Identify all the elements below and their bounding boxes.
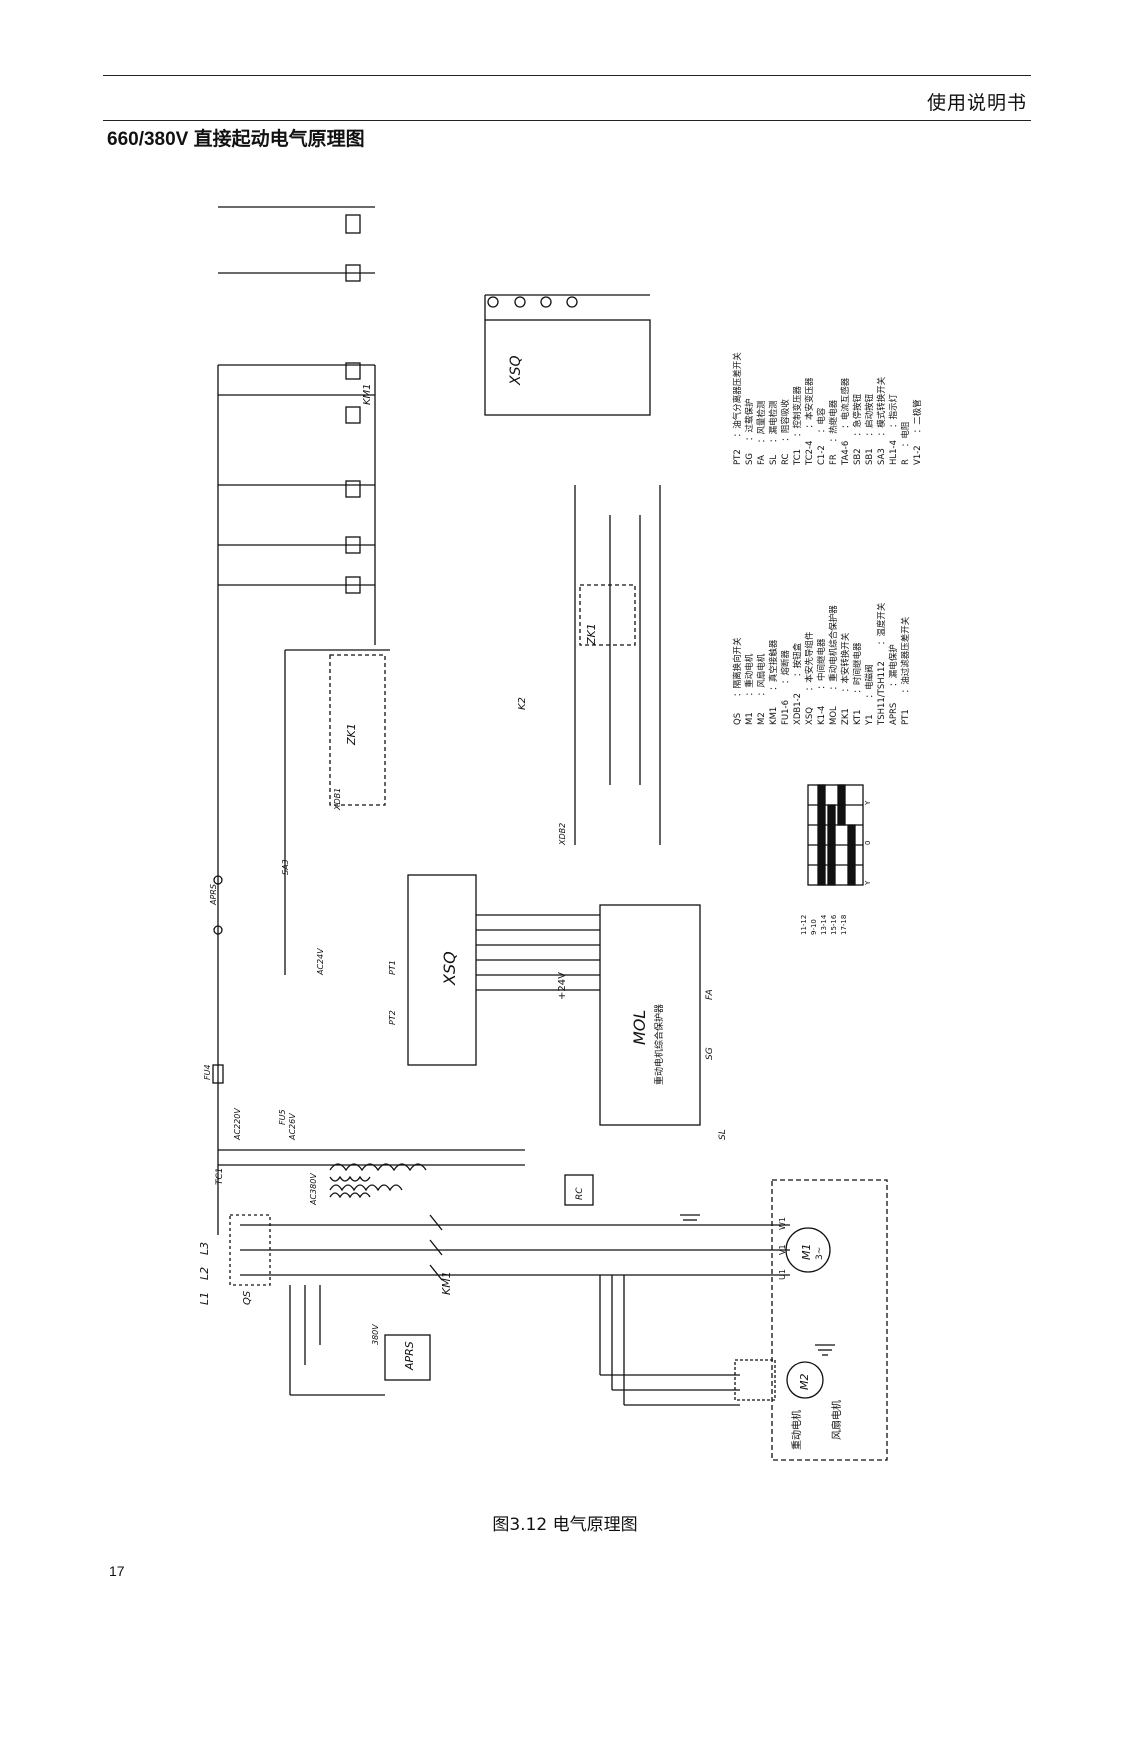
legend-row: Y1：电磁阀 — [864, 664, 875, 726]
legend-row: SB1：启动按钮 — [864, 393, 875, 465]
voltage-ac220v-label: AC220V — [233, 1108, 242, 1141]
aprs-left-label: APRS — [209, 884, 218, 906]
legend-row: TSH11/TSH112：温度开关 — [876, 602, 887, 726]
legend-row: PT1：油过滤器压差开关 — [900, 616, 911, 725]
legend-row: PT2：油气分离器压差开关 — [732, 352, 743, 465]
legend-row: KM1：真空接触器 — [768, 639, 779, 725]
mol-label: MOL — [630, 1010, 649, 1045]
legend-row: FA：风量检测 — [756, 401, 767, 465]
pt2-label: PT2 — [388, 1010, 397, 1025]
m1-box-label: 重动电机 — [790, 1410, 803, 1450]
voltage-24v-label: +24V — [557, 972, 568, 1000]
xsq-middle-label: XSQ — [440, 951, 459, 986]
legend-row: KT1：时间继电器 — [852, 642, 863, 725]
legend-row: FU1-6：熔断器 — [780, 649, 791, 725]
legend-row: QS：隔离换向开关 — [732, 637, 743, 725]
header-rule-top — [103, 75, 1031, 76]
legend-row: TC1：控制变压器 — [792, 385, 803, 466]
sg-label: SG — [705, 1047, 715, 1060]
m2-box-label: 风扇电机 — [830, 1400, 843, 1440]
km1-label: KM1 — [440, 1271, 453, 1295]
legend-row: SA3：模式转换开关 — [876, 376, 887, 465]
tc1-label: TC1 — [215, 1167, 225, 1185]
voltage-ac380v-label: AC380V — [309, 1173, 318, 1206]
sl-label: SL — [718, 1129, 728, 1140]
header-label: 使用说明书 — [926, 92, 1027, 114]
fu5-label: FU5 — [278, 1109, 287, 1125]
k2-label: K2 — [517, 697, 528, 710]
electrical-schematic: XSQ XSQ MOL 重动电机综合保护器 ZK1 ZK1 KM1 KM1 QS… — [198, 206, 923, 1461]
terminal-v1-label: V1 — [778, 1244, 787, 1255]
switch-table-row: 9-10 — [810, 919, 818, 935]
switch-table-row: 15-16 — [830, 914, 838, 935]
m1-sub-label: 3~ — [815, 1247, 825, 1260]
header-rule-bottom — [103, 120, 1031, 121]
legend-row: FR：热继电器 — [828, 399, 839, 465]
rc-label: RC — [575, 1187, 585, 1200]
switch-table-row: 11-12 — [800, 915, 808, 935]
phase-l1-label: L1 — [198, 1292, 211, 1305]
m1-label: M1 — [800, 1244, 813, 1261]
phase-l3-label: L3 — [198, 1242, 211, 1255]
qs-label: QS — [242, 1290, 253, 1305]
legend-row: R：电阻 — [900, 421, 911, 465]
legend-row: SG：过载保护 — [744, 399, 755, 466]
legend-row: RC：阻容吸收 — [780, 399, 791, 465]
legend-row: K1-4：中间继电器 — [816, 638, 827, 725]
legend-row: M1：重动电机 — [744, 653, 755, 725]
voltage-ac24v-label: AC24V — [316, 948, 325, 976]
legend-row: V1-2：二极管 — [912, 399, 923, 465]
page-number: 17 — [109, 1563, 125, 1579]
km1-coil-label: KM1 — [362, 383, 373, 405]
switch-table-row: 13-14 — [820, 914, 828, 935]
legend-row: APRS：漏电保护 — [888, 644, 899, 725]
xsq-top-label: XSQ — [508, 356, 524, 387]
fa-label: FA — [705, 989, 715, 1000]
switch-table-col: 0 — [864, 841, 872, 845]
phase-l2-label: L2 — [198, 1267, 211, 1280]
legend-row: HL1-4：指示灯 — [888, 393, 899, 465]
switch-table-col: Y — [864, 880, 872, 886]
legend-row: TA4-6：电流互感器 — [840, 377, 851, 466]
legend-row: TC2-4：本安变压器 — [804, 377, 815, 466]
aprs-label: APRS — [403, 1341, 416, 1371]
zk1-lower-label: ZK1 — [345, 723, 358, 746]
voltage-380v-label: 380V — [371, 1324, 380, 1345]
figure-caption: 图3.12 电气原理图 — [492, 1515, 638, 1535]
xdb1-label: XDB1 — [333, 788, 342, 811]
page-title: 660/380V 直接起动电气原理图 — [107, 129, 365, 150]
legend-row: MOL：重动电机综合保护器 — [828, 605, 839, 725]
terminal-u1-label: U1 — [778, 1269, 787, 1280]
legend-row: M2：风扇电机 — [756, 653, 767, 725]
legend-row: XSQ：本安先导组件 — [804, 631, 815, 725]
switch-table-row: 17-18 — [840, 915, 848, 935]
m2-label: M2 — [798, 1374, 811, 1391]
zk1-upper-label: ZK1 — [585, 623, 598, 646]
sa3-label: SA3 — [281, 859, 290, 875]
switch-table-col: Y — [864, 800, 872, 806]
legend-row: C1-2：电容 — [816, 407, 827, 465]
terminal-w1-label: W1 — [778, 1217, 787, 1230]
xdb2-label: XDB2 — [558, 823, 567, 846]
legend-row: XDB1-2：按钮盒 — [792, 642, 803, 725]
voltage-ac26v-label: AC26V — [288, 1113, 297, 1141]
fu4-label: FU4 — [203, 1064, 212, 1080]
pt1-label: PT1 — [388, 960, 397, 975]
legend-row: SB2：急停按钮 — [852, 393, 863, 465]
legend-row: SL：漏电检测 — [768, 400, 779, 465]
legend-row: ZK1：本安转换开关 — [840, 632, 851, 725]
mol-desc-label: 重动电机综合保护器 — [653, 1004, 665, 1085]
